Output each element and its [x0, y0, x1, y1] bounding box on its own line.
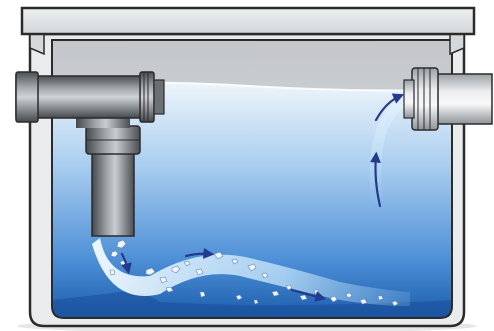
- tank-lid: [20, 6, 476, 36]
- outlet-pipe: [435, 73, 493, 125]
- debris-particle: [271, 290, 280, 297]
- inlet-tee-pipe-icon: [15, 71, 165, 237]
- flow-arrow: [290, 288, 327, 302]
- debris-particle: [116, 239, 127, 249]
- debris-particle: [261, 272, 269, 279]
- inlet-hub: [15, 71, 39, 123]
- debris-particle: [235, 294, 243, 301]
- debris-particle: [109, 269, 116, 276]
- water-body: [52, 82, 452, 318]
- outlet-flange: [403, 79, 415, 119]
- flow-arrow: [184, 247, 215, 259]
- debris-particle: [213, 251, 224, 260]
- flow-arrow: [369, 151, 382, 208]
- debris-particle: [299, 294, 308, 301]
- debris-particle: [110, 250, 119, 258]
- debris-particle: [377, 295, 384, 301]
- debris-particle: [145, 267, 156, 276]
- tee-cap: [139, 71, 155, 123]
- debris-particle: [183, 260, 191, 267]
- outlet-fitting-icon: [403, 67, 493, 131]
- rising-stream: [369, 96, 410, 205]
- flow-arrow: [120, 252, 132, 275]
- debris-particle: [359, 298, 368, 305]
- tank-floor: [52, 291, 452, 318]
- debris-particle: [313, 289, 320, 295]
- debris-particle: [231, 258, 239, 265]
- debris-particle: [171, 265, 181, 274]
- debris-particle: [391, 300, 399, 307]
- debris-particle: [165, 286, 174, 293]
- debris-particle: [253, 299, 259, 305]
- debris-particle: [285, 284, 293, 291]
- flow-arrows: [120, 93, 405, 302]
- debris-particle: [199, 291, 206, 298]
- flow-arrow: [374, 93, 405, 122]
- tank-inner-wall: [51, 39, 453, 319]
- debris-particle: [329, 295, 338, 303]
- outlet-nut: [411, 67, 439, 131]
- tee-plug: [153, 79, 165, 115]
- flow-stream: [92, 238, 410, 306]
- debris-particle: [247, 263, 257, 272]
- inlet-drop-pipe: [91, 149, 135, 237]
- debris-particle: [345, 292, 353, 299]
- debris-particle: [159, 276, 168, 284]
- debris-particle: [195, 268, 204, 276]
